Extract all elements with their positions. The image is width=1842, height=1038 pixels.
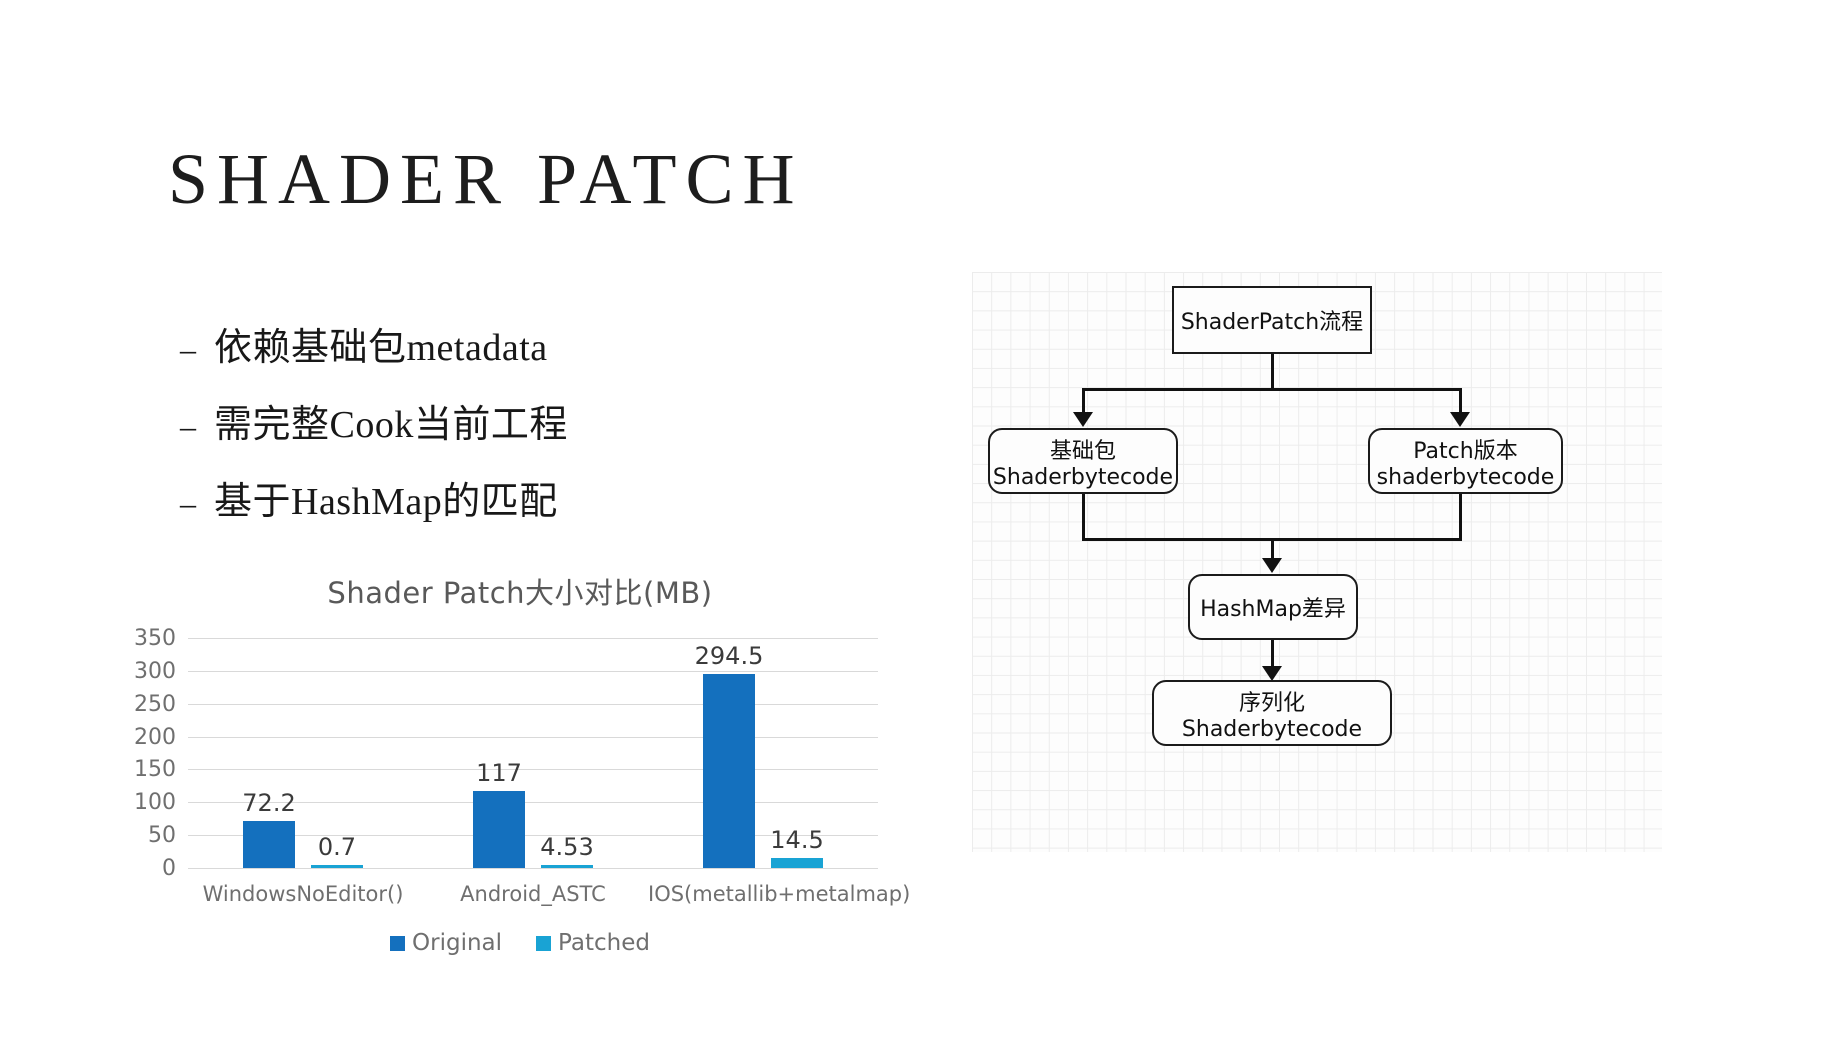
x-axis-category-label: WindowsNoEditor() bbox=[202, 882, 404, 906]
connector-left-down bbox=[1082, 388, 1085, 416]
x-axis-category-label: IOS(metallib+metalmap) bbox=[648, 882, 911, 906]
connector-right-down bbox=[1459, 388, 1462, 416]
x-axis-category-label: Android_ASTC bbox=[460, 882, 606, 906]
chart-legend: Original Patched bbox=[140, 930, 900, 956]
chart-gridline bbox=[188, 835, 878, 837]
y-axis-tick-label: 100 bbox=[134, 790, 176, 816]
chart-bar[interactable] bbox=[473, 791, 525, 868]
bullet-text: 需完整Cook当前工程 bbox=[214, 404, 568, 446]
bar-chart: Shader Patch大小对比(MB) 350 300 250 200 150 100 5… bbox=[134, 570, 911, 990]
chart-gridline bbox=[188, 736, 878, 738]
legend-label: Patched bbox=[558, 930, 650, 956]
chart-gridline bbox=[188, 638, 878, 639]
y-axis-tick-label: 200 bbox=[134, 724, 176, 750]
chart-gridline bbox=[188, 670, 878, 672]
y-axis-tick-label: 150 bbox=[134, 757, 176, 783]
flow-node-base-package[interactable]: 基础包Shaderbytecode bbox=[988, 428, 1178, 494]
y-axis-tick-label: 350 bbox=[134, 626, 176, 651]
arrowhead-to-serialize bbox=[1262, 666, 1282, 681]
flow-node-label: ShaderPatch流程 bbox=[1180, 310, 1364, 335]
bullet-dash-icon: – bbox=[180, 408, 196, 444]
connector-merge-down bbox=[1271, 538, 1274, 562]
legend-item-patched[interactable]: Patched bbox=[536, 930, 650, 956]
chart-bar-value-label: 4.53 bbox=[540, 833, 594, 861]
chart-bar-value-label: 117 bbox=[476, 759, 522, 788]
chart-bar[interactable] bbox=[243, 820, 295, 868]
chart-bar[interactable] bbox=[311, 865, 363, 868]
connector-split-horizontal bbox=[1082, 388, 1462, 391]
flow-node-label: 序列化Shaderbytecode bbox=[1181, 690, 1363, 742]
flow-node-hashmap-diff[interactable]: HashMap差异 bbox=[1188, 574, 1358, 640]
flow-node-label: HashMap差异 bbox=[1200, 597, 1346, 622]
flowchart-diagram: ShaderPatch流程 基础包Shaderbytecode Patch版本s… bbox=[972, 272, 1662, 852]
y-axis-tick-label: 300 bbox=[134, 658, 176, 684]
chart-plot-area: 350 300 250 200 150 100 50 0 72.2 0.7 117 4.53 294.… bbox=[134, 626, 878, 881]
y-axis-tick-label: 50 bbox=[148, 823, 176, 849]
connector-base-down bbox=[1082, 494, 1085, 540]
chart-bar-value-label: 14.5 bbox=[770, 826, 824, 855]
chart-title: Shader Patch大小对比(MB) bbox=[327, 576, 713, 610]
chart-gridline bbox=[188, 802, 878, 804]
page-title: SHADER PATCH bbox=[168, 139, 804, 219]
chart-bar-value-label: 294.5 bbox=[694, 642, 764, 671]
chart-gridline bbox=[188, 703, 878, 705]
list-item: – 需完整Cook当前工程 bbox=[180, 397, 800, 454]
legend-swatch-icon bbox=[390, 935, 406, 951]
arrowhead-to-patch bbox=[1450, 412, 1470, 427]
chart-gridline bbox=[188, 769, 878, 771]
legend-swatch-icon bbox=[536, 935, 552, 951]
flow-node-label: Patch版本shaderbytecode bbox=[1376, 438, 1555, 490]
chart-bar[interactable] bbox=[703, 674, 755, 868]
arrowhead-to-hashmap bbox=[1262, 558, 1282, 573]
chart-bar[interactable] bbox=[541, 865, 593, 868]
flow-node-label: 基础包Shaderbytecode bbox=[992, 438, 1174, 490]
connector-hashmap-down bbox=[1271, 640, 1274, 670]
y-axis-tick-label: 250 bbox=[134, 691, 176, 717]
bullet-text: 依赖基础包metadata bbox=[214, 327, 548, 369]
list-item: – 基于HashMap的匹配 bbox=[180, 474, 800, 531]
list-item: – 依赖基础包metadata bbox=[180, 320, 800, 377]
connector-patch-down bbox=[1459, 494, 1462, 540]
bullet-text: 基于HashMap的匹配 bbox=[214, 481, 558, 523]
chart-bar[interactable] bbox=[771, 858, 823, 868]
flow-node-start[interactable]: ShaderPatch流程 bbox=[1172, 286, 1372, 354]
bullet-list: – 依赖基础包metadata – 需完整Cook当前工程 – 基于HashMa… bbox=[180, 320, 800, 551]
y-axis-tick-label: 0 bbox=[162, 856, 176, 881]
arrowhead-to-base bbox=[1073, 412, 1093, 427]
chart-bar-value-label: 72.2 bbox=[242, 788, 296, 817]
chart-gridline bbox=[188, 868, 878, 869]
flow-node-serialize[interactable]: 序列化Shaderbytecode bbox=[1152, 680, 1392, 746]
legend-item-original[interactable]: Original bbox=[390, 930, 502, 956]
legend-label: Original bbox=[412, 930, 503, 956]
bullet-dash-icon: – bbox=[180, 485, 196, 521]
bullet-dash-icon: – bbox=[180, 331, 196, 367]
chart-bar-value-label: 0.7 bbox=[317, 833, 357, 861]
connector-start-down bbox=[1271, 354, 1274, 390]
flow-node-patch-version[interactable]: Patch版本shaderbytecode bbox=[1368, 428, 1563, 494]
